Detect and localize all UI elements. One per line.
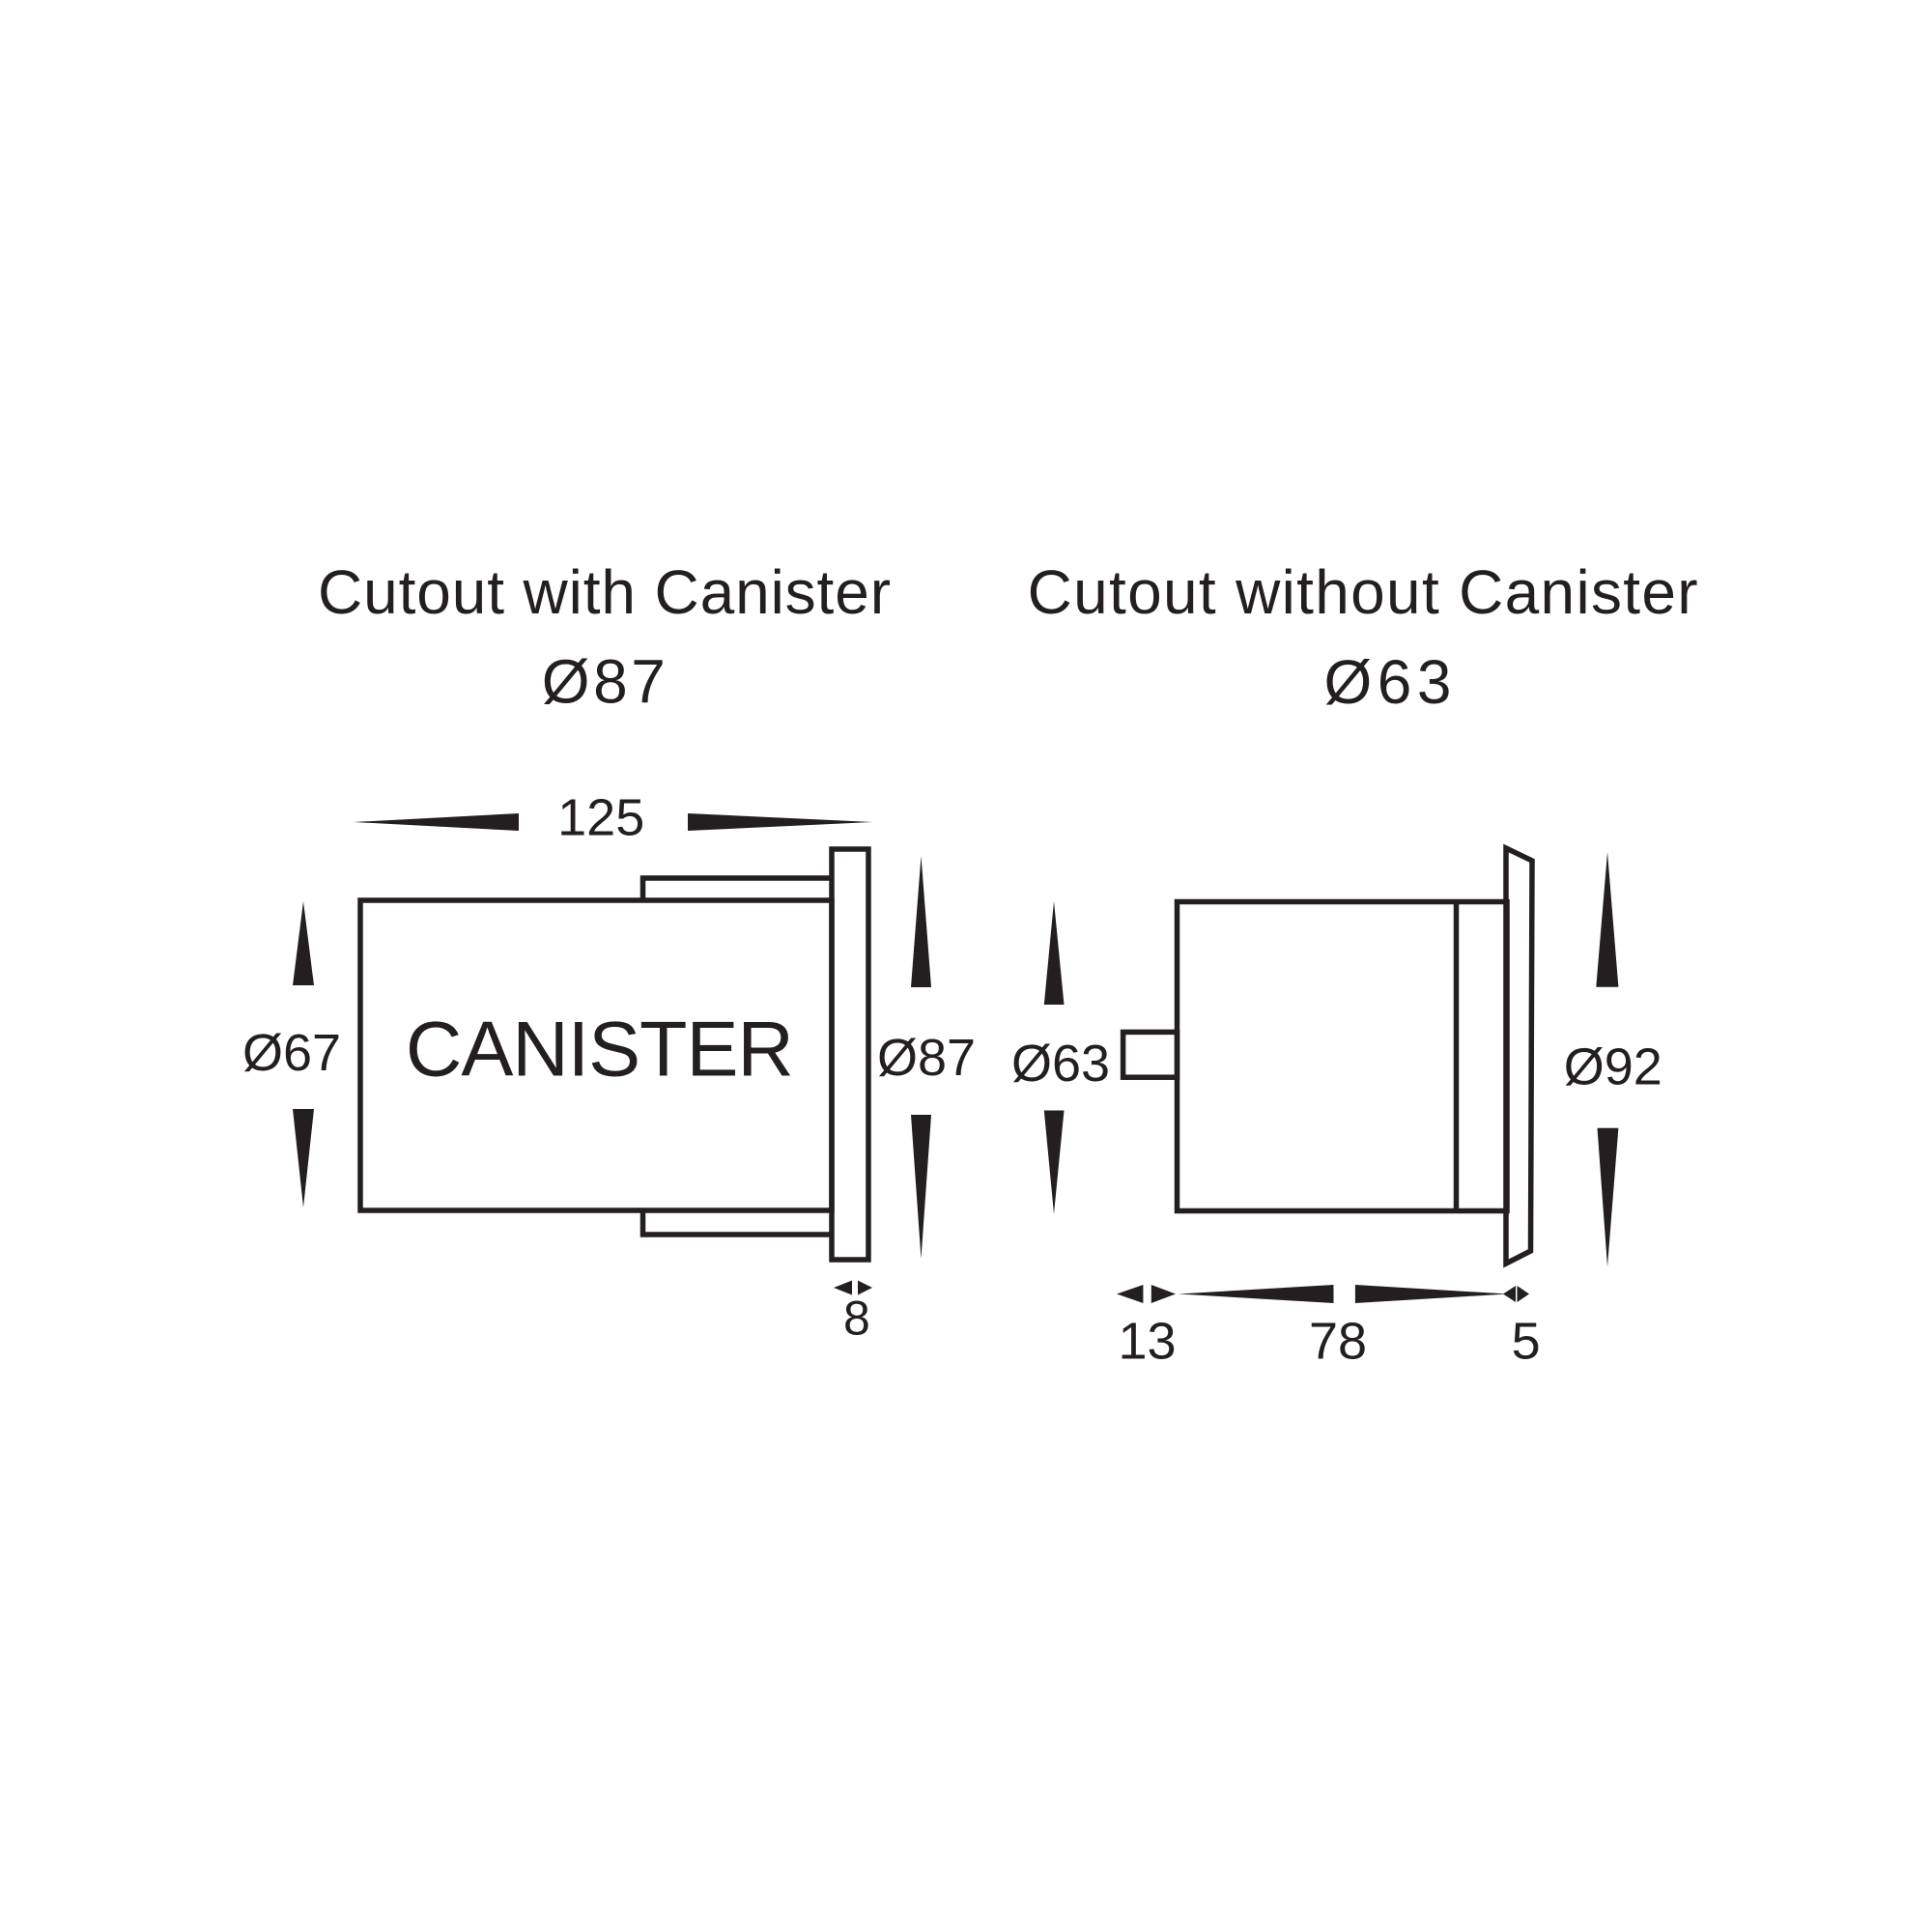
svg-text:Cutout without Canister: Cutout without Canister xyxy=(1028,557,1698,627)
svg-text:Ø92: Ø92 xyxy=(1564,1038,1662,1096)
svg-text:Ø63: Ø63 xyxy=(1011,1035,1110,1093)
svg-text:CANISTER: CANISTER xyxy=(406,1007,794,1094)
svg-text:78: 78 xyxy=(1309,1313,1367,1371)
svg-text:Ø63: Ø63 xyxy=(1324,647,1452,717)
svg-text:Cutout with Canister: Cutout with Canister xyxy=(318,557,891,627)
svg-text:13: 13 xyxy=(1118,1313,1176,1371)
svg-text:125: 125 xyxy=(557,789,644,847)
svg-text:Ø87: Ø87 xyxy=(542,646,666,716)
svg-text:5: 5 xyxy=(1512,1313,1541,1371)
svg-text:8: 8 xyxy=(843,1292,870,1346)
svg-text:Ø67: Ø67 xyxy=(242,1024,341,1082)
svg-text:Ø87: Ø87 xyxy=(877,1029,976,1087)
